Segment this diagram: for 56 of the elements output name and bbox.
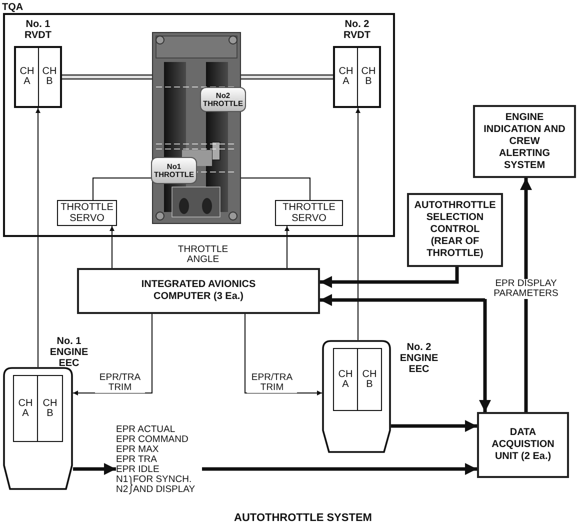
channel-cell: [13, 375, 38, 442]
channel-label: CH B: [362, 370, 378, 390]
system-box: [477, 412, 569, 478]
arrow: [73, 463, 116, 475]
system-box: [473, 105, 576, 178]
unit-heading: No. 2 ENGINE EEC: [398, 342, 440, 375]
arrow: [320, 267, 459, 288]
channel-label: CH A: [19, 67, 35, 87]
servo-box: [275, 200, 343, 226]
edge-label: EPR/TRA TRIM: [95, 373, 145, 393]
arrow: [110, 226, 114, 268]
signal-label: THROTTLE ANGLE: [176, 245, 230, 265]
arrow: [36, 108, 40, 368]
double-line-connector: [241, 74, 335, 80]
unit-heading: No. 1 RVDT: [23, 19, 53, 41]
parameter-text: FOR SYNCH. AND DISPLAY: [133, 475, 196, 495]
frame-heading: TQA: [2, 2, 24, 13]
parameter-text: EPR TRA: [116, 455, 158, 465]
parameter-text: EPR MAX: [116, 445, 159, 455]
box-text: THROTTLE SERVO: [60, 202, 114, 224]
system-box: [77, 268, 320, 314]
box-text: ENGINE INDICATION AND CREW ALERTING SYSTEM: [483, 112, 566, 172]
channel-cell: [358, 348, 382, 411]
unit-heading: No. 1 ENGINE EEC: [48, 336, 90, 369]
arrow: [202, 463, 477, 475]
parameter-text: EPR IDLE: [116, 465, 160, 475]
arrow: [320, 294, 491, 412]
box-text: DATA ACQUISTION UNIT (2 Ea.): [490, 427, 556, 463]
arrow: [391, 420, 477, 432]
parameter-text: N2: [116, 485, 128, 495]
arrow: [244, 314, 322, 396]
channel-label: CH A: [338, 67, 354, 87]
channel-label: CH B: [42, 398, 58, 418]
system-box: [407, 193, 503, 267]
double-line-connector: [60, 74, 152, 80]
channel-label: CH A: [338, 370, 354, 390]
connector-line: [92, 178, 152, 200]
parameter-text: EPR COMMAND: [116, 435, 188, 445]
unit-heading: No. 2 RVDT: [342, 19, 372, 41]
box-text: INTEGRATED AVIONICS COMPUTER (3 Ea.): [141, 279, 256, 303]
parameter-text: EPR ACTUAL: [116, 425, 176, 435]
parameter-text: N1: [116, 475, 128, 485]
diagram-caption: AUTOTHROTTLE SYSTEM: [233, 512, 373, 524]
box-text: THROTTLE SERVO: [282, 202, 336, 224]
channel-cell: [38, 375, 63, 442]
arrow: [284, 226, 290, 268]
channel-label: CH B: [42, 67, 58, 87]
connector-line: [240, 178, 310, 200]
arrow: [356, 108, 360, 340]
box-text: AUTOTHROTTLE SELECTION CONTROL (REAR OF THROTTLE): [414, 200, 496, 260]
channel-label: CH A: [18, 398, 34, 418]
edge-label: EPR/TRA TRIM: [247, 373, 297, 393]
channel-label: CH B: [360, 67, 376, 87]
arrow: [72, 314, 152, 396]
arrow: [520, 178, 532, 412]
channel-cell: [333, 348, 358, 411]
